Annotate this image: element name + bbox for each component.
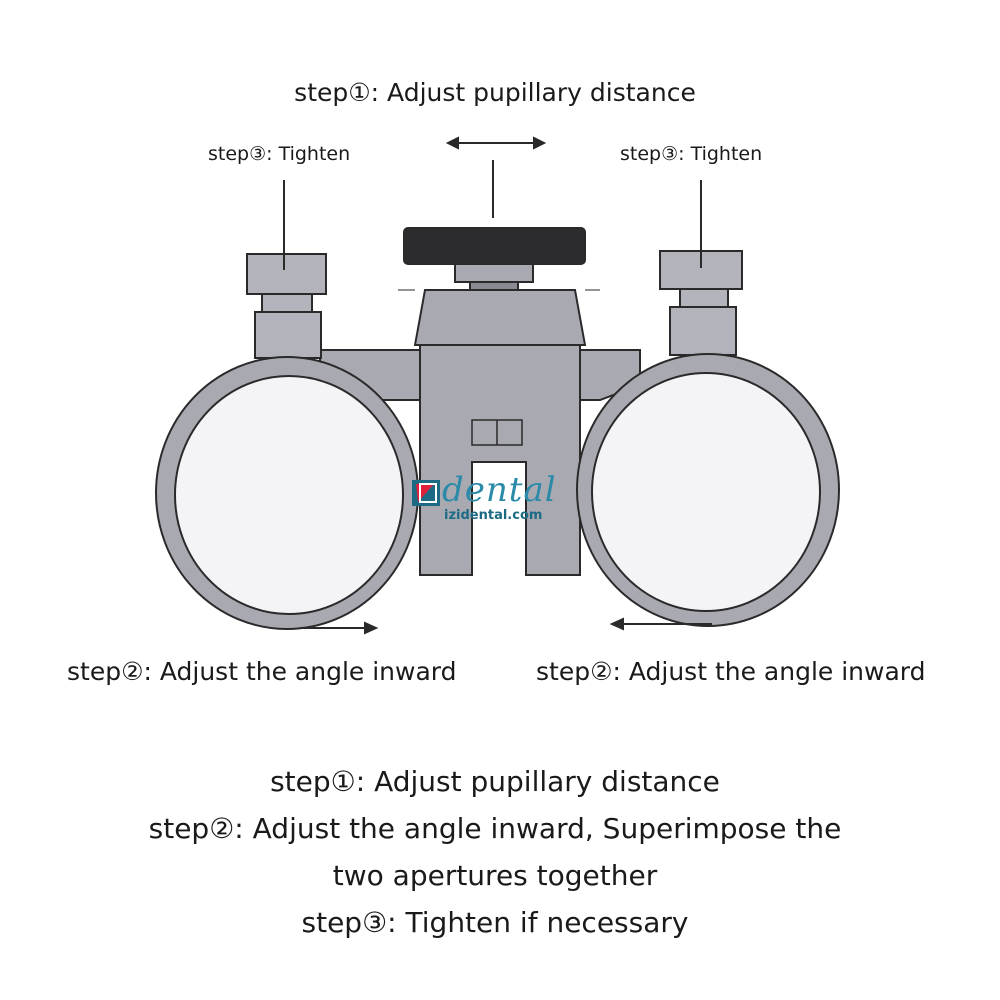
double-arrow-icon — [445, 136, 547, 150]
label-angle-right: step②: Adjust the angle inward — [536, 657, 926, 686]
instruction-line-3: two apertures together — [332, 859, 658, 892]
watermark-brand: dental — [442, 470, 557, 510]
adjust-knob — [403, 227, 586, 265]
lens-right — [591, 372, 821, 612]
instruction-line-1: step①: Adjust pupillary distance — [270, 765, 720, 798]
instruction-line-2: step②: Adjust the angle inward, Superimp… — [148, 812, 842, 845]
center-block — [413, 289, 587, 346]
watermark-url: izidental.com — [444, 508, 543, 523]
label-step1-top: step①: Adjust pupillary distance — [294, 78, 696, 107]
label-angle-left: step②: Adjust the angle inward — [67, 657, 457, 686]
tighten-knob-left — [246, 253, 327, 295]
arrow-right-icon — [300, 621, 379, 635]
center-fork — [419, 344, 581, 576]
label-tighten-right: step③: Tighten — [620, 143, 763, 165]
lens-left — [174, 375, 404, 615]
arrow-left-icon — [609, 617, 712, 631]
instruction-line-4: step③: Tighten if necessary — [301, 906, 689, 939]
label-tighten-left: step③: Tighten — [208, 143, 351, 165]
izidental-logo-mark — [412, 480, 440, 506]
